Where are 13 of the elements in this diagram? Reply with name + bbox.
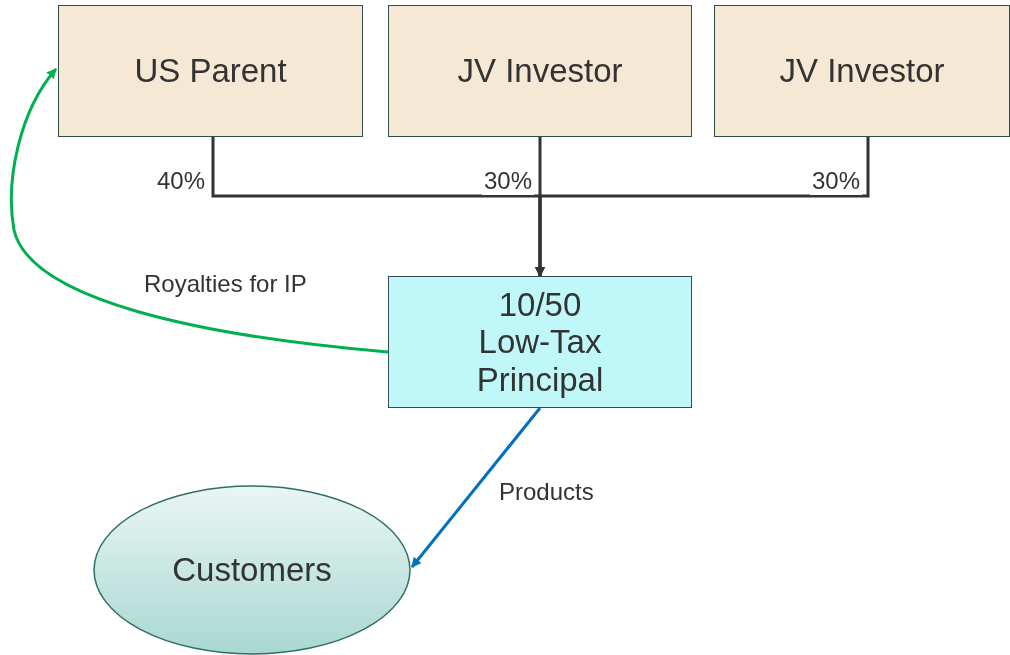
flow-arrow xyxy=(410,407,542,568)
principal-entity-box xyxy=(388,276,692,408)
customer-ellipse xyxy=(93,485,411,655)
entity-box xyxy=(58,5,363,137)
entity-box xyxy=(714,5,1010,137)
entity-name: US Parent xyxy=(134,52,287,90)
flow-arrow xyxy=(10,68,389,354)
entity-box xyxy=(388,5,692,137)
entity-name: JV Investor xyxy=(457,52,623,90)
entity-name: JV Investor xyxy=(779,52,945,90)
ownership-arrow xyxy=(535,137,870,277)
customer-label: Customers xyxy=(172,551,332,589)
entity-name: 10/50 Low-Tax Principal xyxy=(475,286,605,398)
